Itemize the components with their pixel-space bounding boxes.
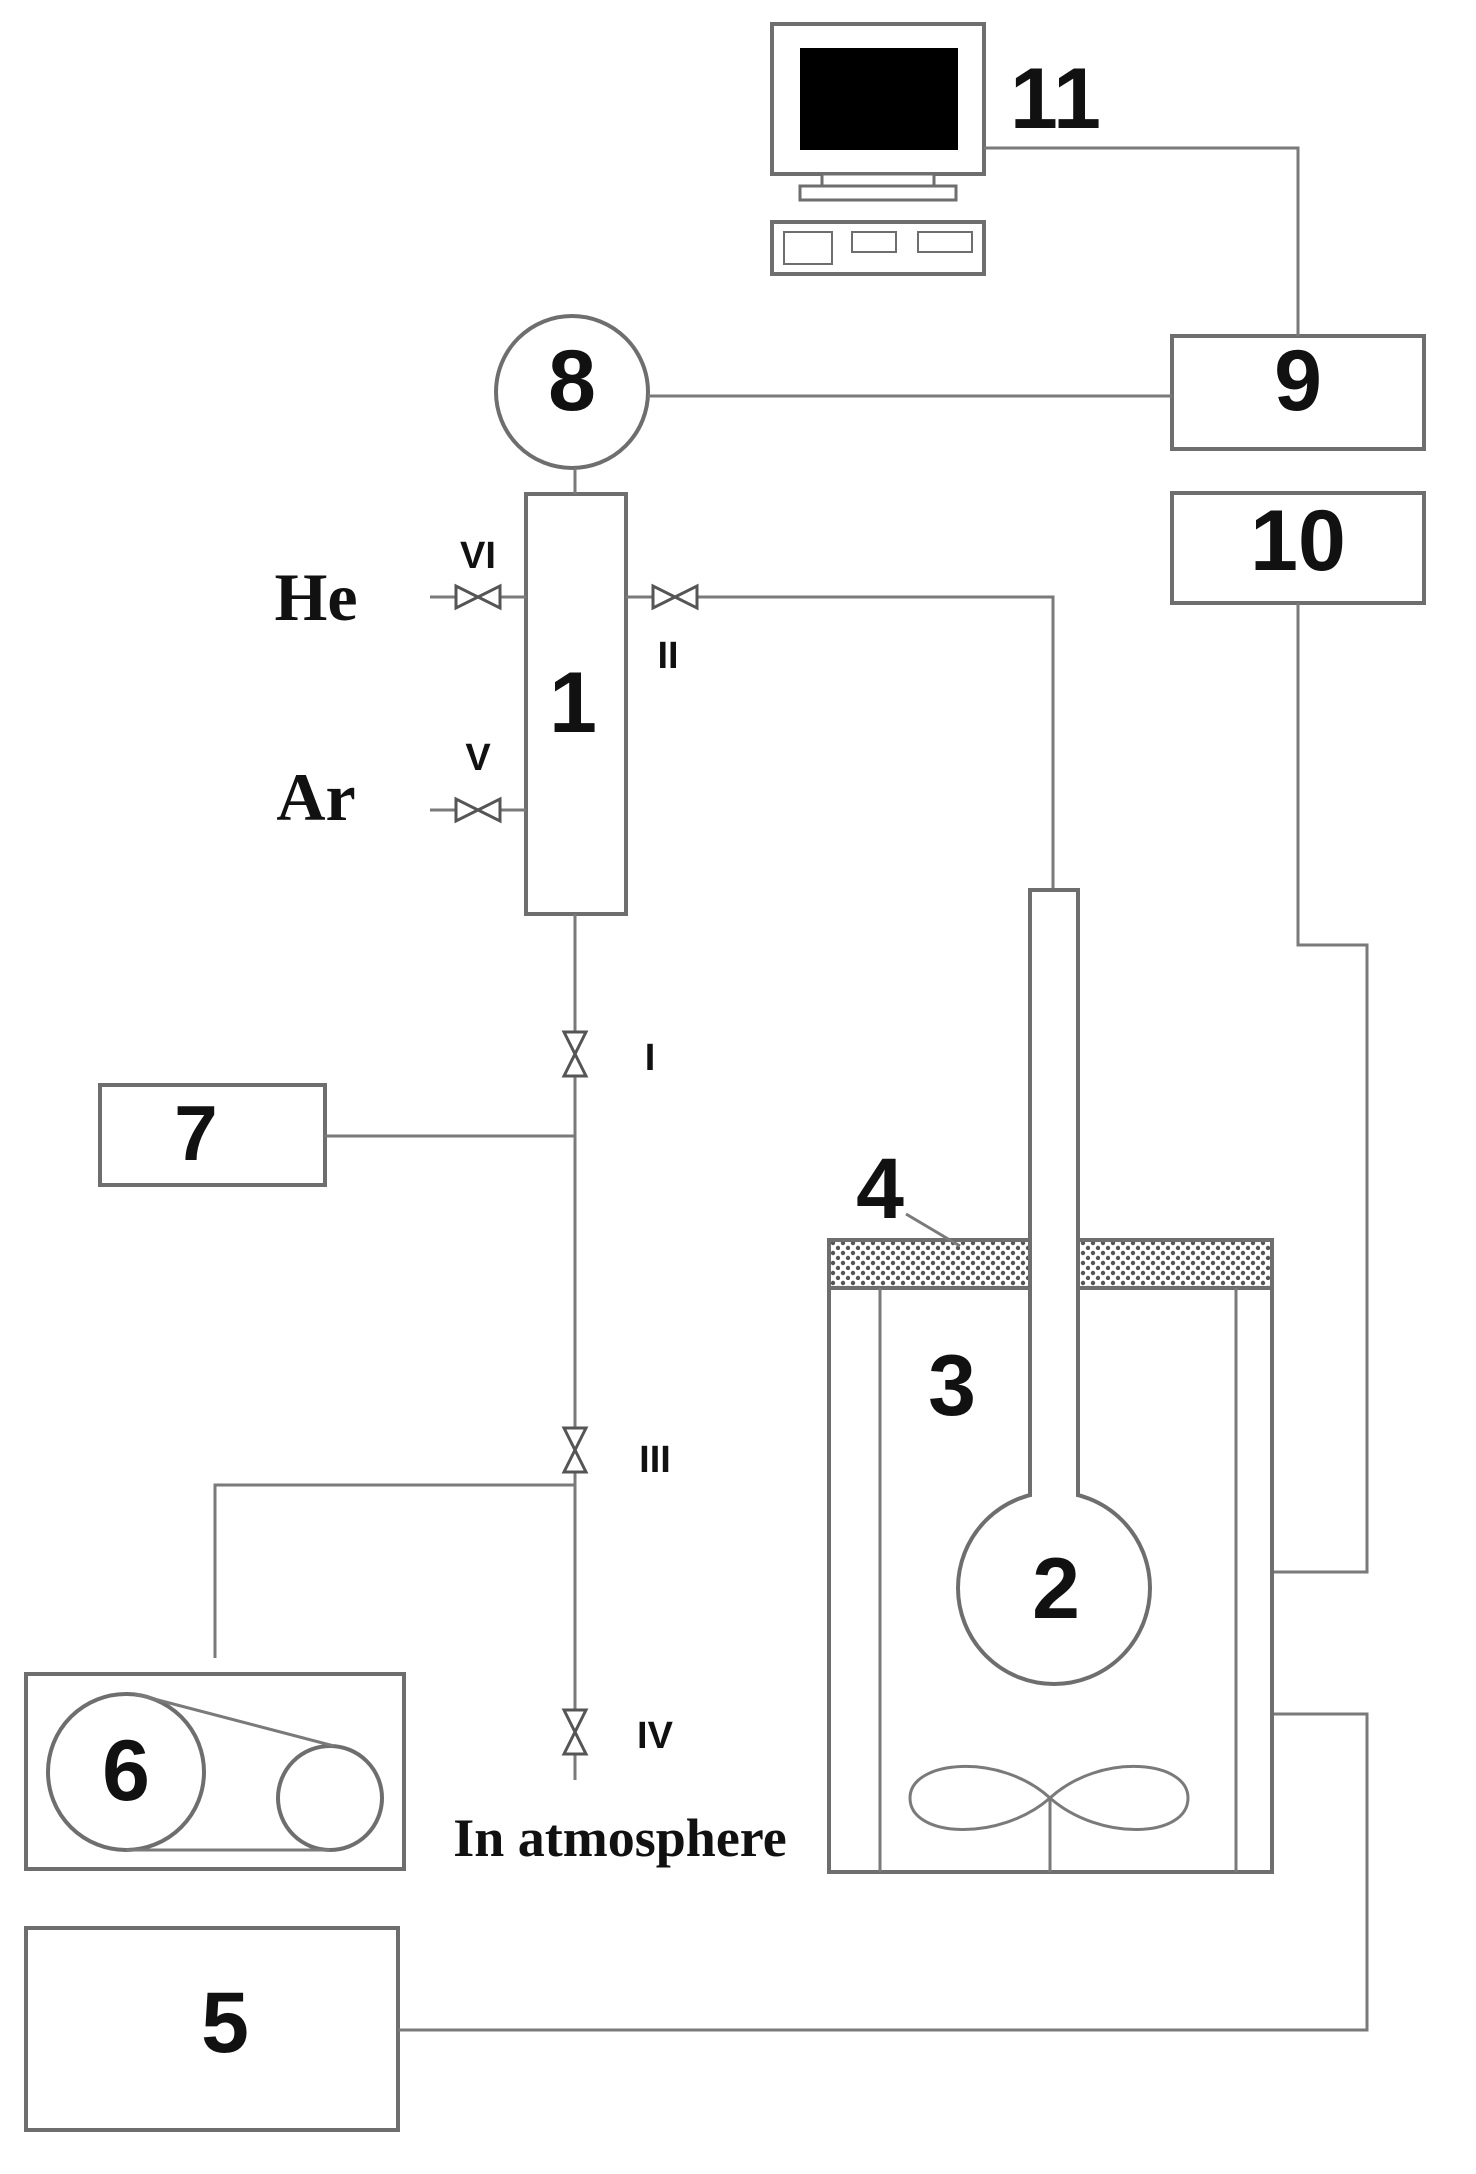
label-valve-5: V: [465, 737, 491, 779]
label-valve-6: VI: [460, 535, 496, 577]
gauge-8: [494, 314, 650, 470]
label-valve-2: II: [657, 635, 678, 677]
computer: [770, 22, 986, 276]
valve-1: [561, 1030, 589, 1078]
label-1: 1: [549, 655, 597, 751]
computer-drive-3: [917, 231, 973, 253]
pump-small-pulley: [276, 1744, 384, 1852]
label-3: 3: [928, 1338, 976, 1434]
label-9: 9: [1274, 333, 1322, 429]
label-7: 7: [174, 1089, 217, 1177]
vessel-1: [524, 492, 628, 916]
label-6: 6: [102, 1723, 150, 1819]
valve-2: [651, 583, 699, 611]
label-valve-4: IV: [637, 1715, 674, 1757]
valve-5: [454, 796, 502, 824]
computer-drive-1: [783, 231, 833, 265]
label-argon: Ar: [276, 759, 355, 835]
label-10: 10: [1250, 493, 1346, 589]
flask-neck-join: [1032, 1488, 1076, 1502]
computer-stand: [820, 172, 936, 188]
vacuum-pump: [24, 1672, 406, 1871]
box-10: [1170, 491, 1426, 605]
valve-6: [454, 583, 502, 611]
label-2: 2: [1032, 1541, 1080, 1637]
label-8: 8: [548, 333, 596, 429]
label-4: 4: [856, 1141, 904, 1237]
computer-base: [798, 184, 958, 202]
pointer-4: [905, 1212, 961, 1248]
label-valve-1: I: [645, 1037, 656, 1079]
pump-belt-top: [134, 1692, 335, 1748]
valve-4: [561, 1708, 589, 1756]
label-valve-3: III: [639, 1439, 671, 1481]
label-computer: 11: [1010, 51, 1101, 147]
flask-neck: [1028, 888, 1080, 1502]
box-5: [24, 1926, 400, 2132]
label-outlet: In atmosphere: [453, 1808, 787, 1868]
valve-3: [561, 1426, 589, 1474]
computer-screen: [800, 48, 958, 150]
label-5: 5: [201, 1975, 249, 2071]
box-7: [98, 1083, 327, 1187]
reaction-flask: [956, 888, 1152, 1686]
label-helium: He: [274, 559, 357, 635]
computer-drive-2: [851, 231, 897, 253]
